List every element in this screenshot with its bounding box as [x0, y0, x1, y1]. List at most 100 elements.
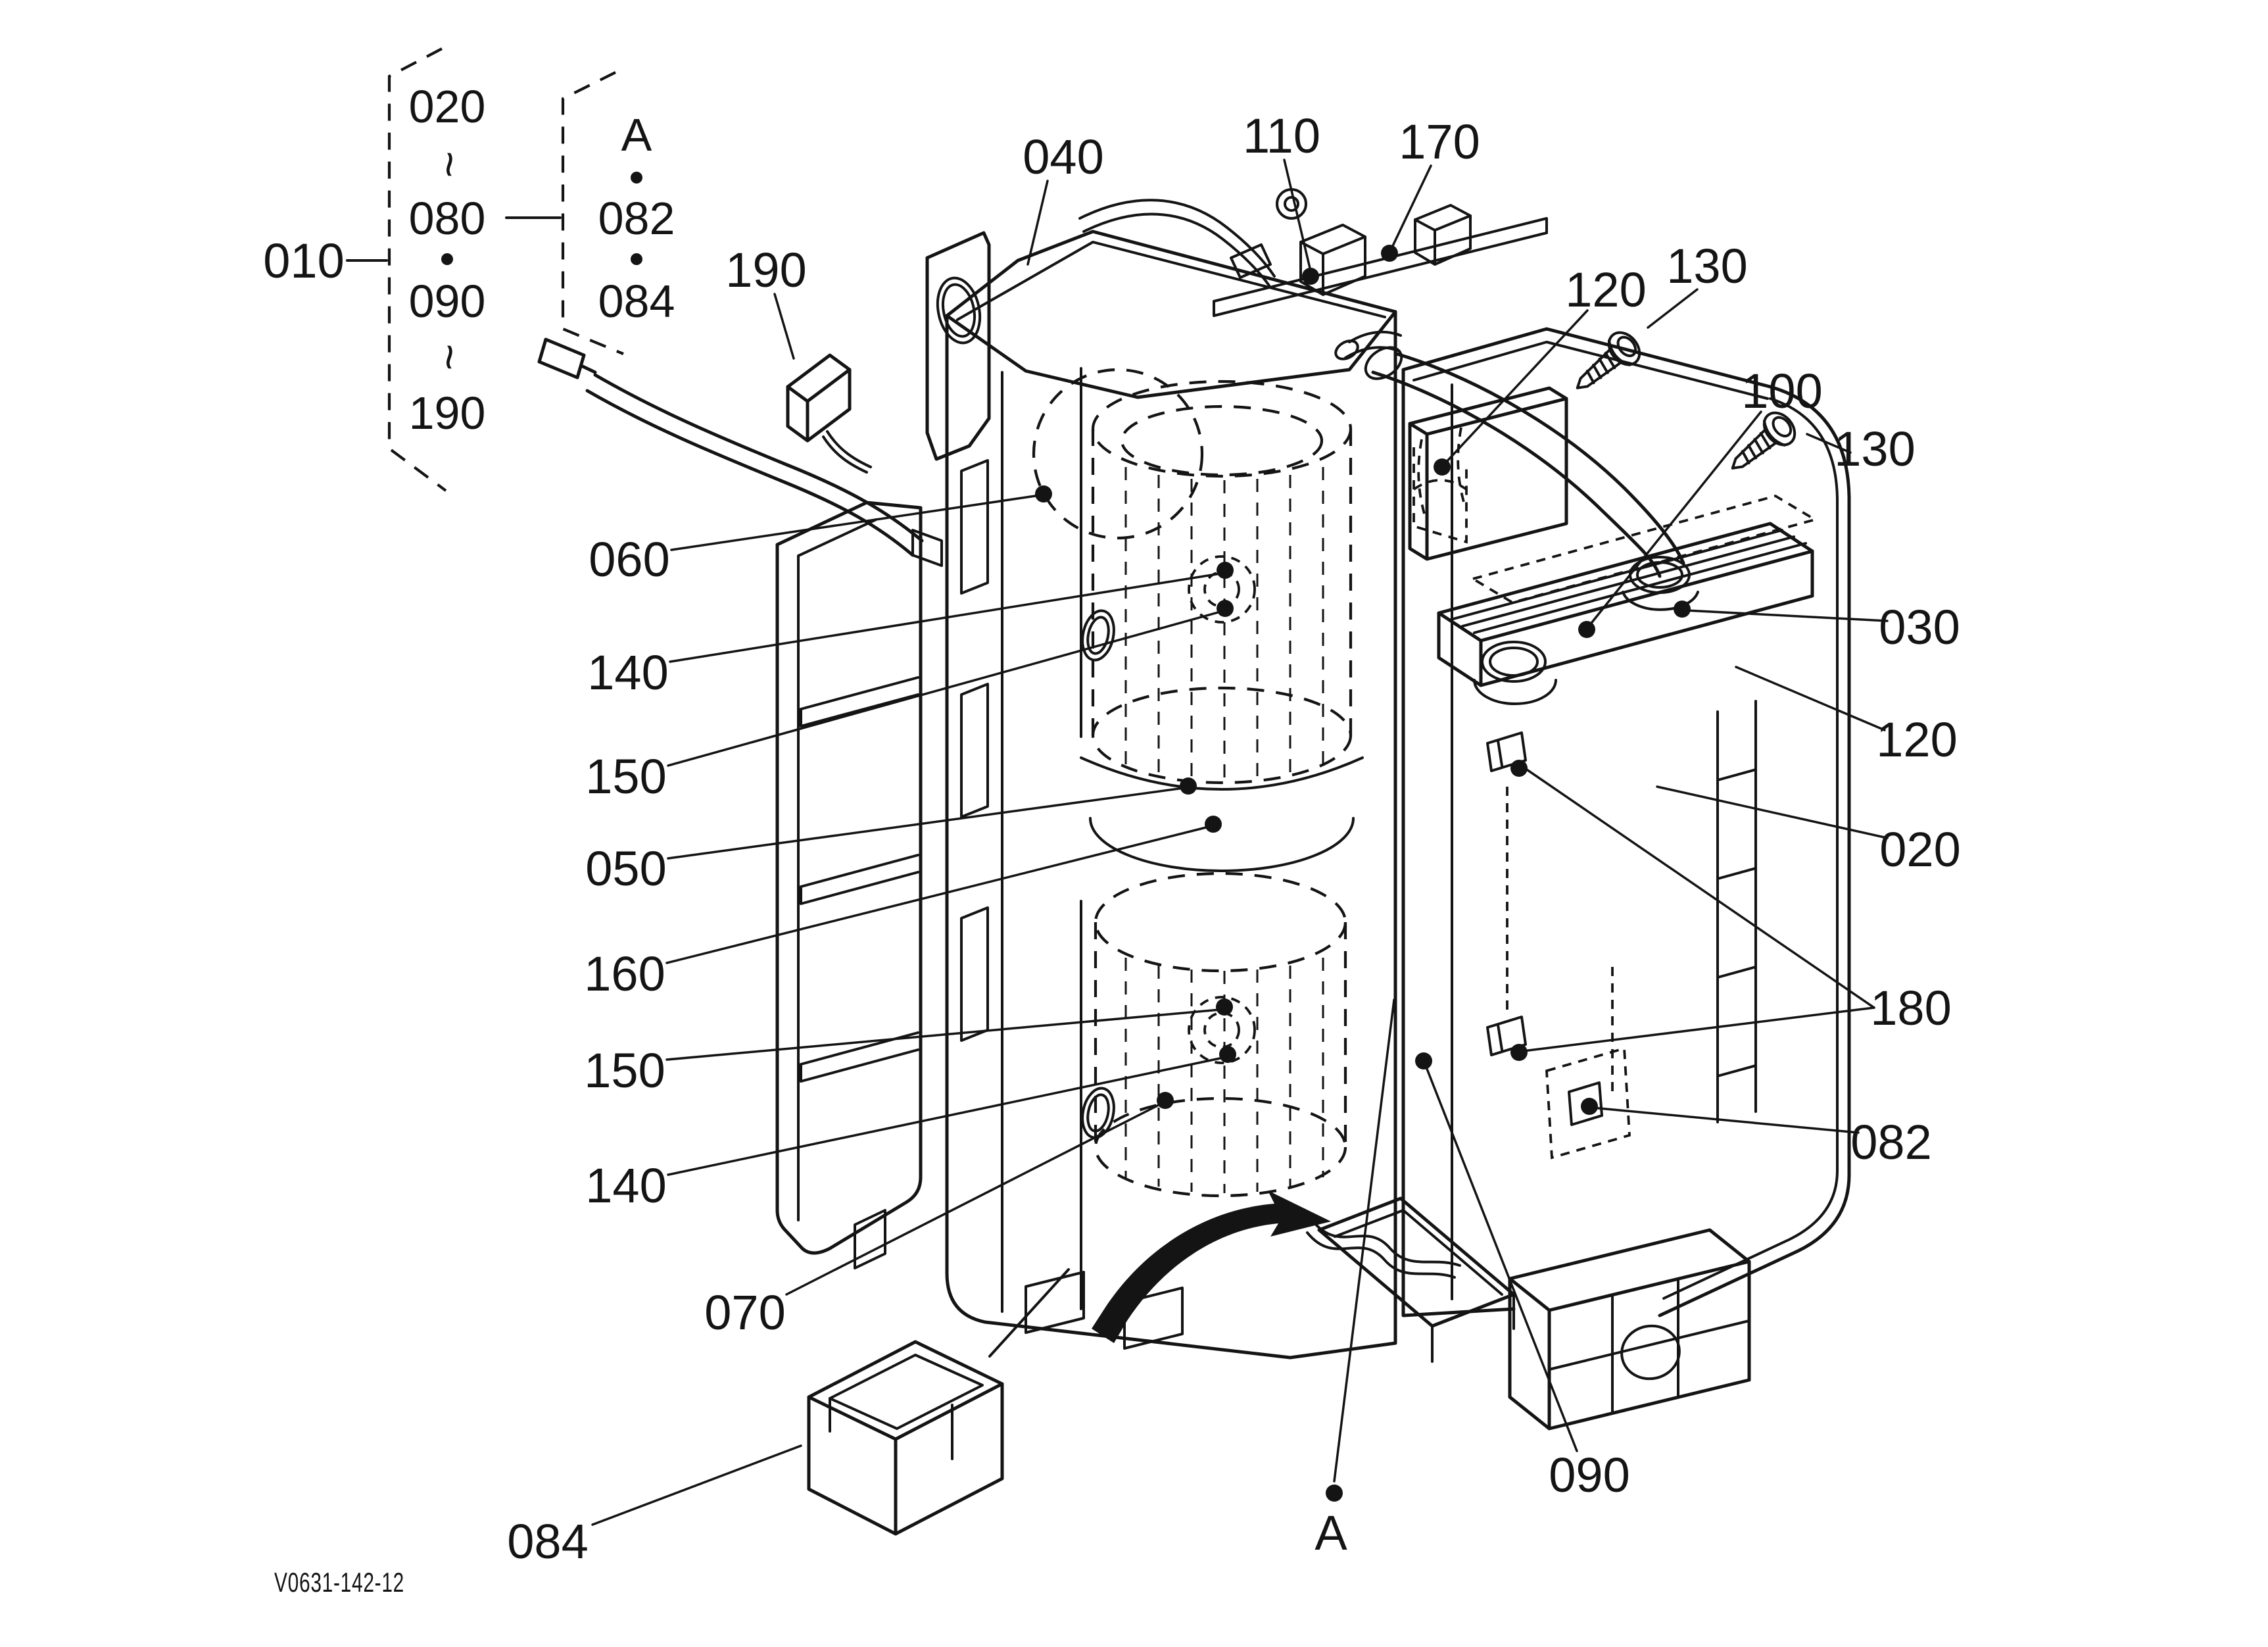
part-label-090: 090 — [1549, 1448, 1629, 1502]
heater-housing — [1401, 327, 1851, 1317]
leader-dot — [1035, 485, 1052, 503]
leader-dot — [1205, 816, 1222, 833]
leader-line — [670, 494, 1041, 551]
leader-dot — [1581, 1098, 1598, 1115]
leader-dot — [1326, 1485, 1343, 1502]
legend-ref-label: 010 — [263, 234, 344, 288]
foot-block — [1508, 1228, 1751, 1431]
leader-dot — [1219, 1046, 1236, 1063]
part-label-120: 120 — [1565, 262, 1646, 317]
leader-line — [1026, 180, 1049, 266]
leader-line — [1443, 309, 1589, 465]
legend-col2-item-A: A — [621, 109, 652, 160]
leader-line — [667, 1056, 1224, 1176]
legend-col1-range-tilde: ~ — [424, 151, 475, 178]
leader-line — [1333, 998, 1395, 1483]
leader-dot — [1217, 600, 1234, 617]
legend-col1-range-tilde: ~ — [424, 344, 475, 371]
leader-line — [1806, 433, 1852, 454]
leader-line — [1522, 766, 1875, 1009]
leader-dot — [1180, 777, 1197, 795]
leader-line — [1735, 666, 1886, 731]
legend-col1-item-080: 080 — [409, 193, 486, 244]
legend-bracket-left — [387, 47, 447, 492]
part-label-050: 050 — [585, 841, 666, 896]
part-label-140: 140 — [587, 645, 668, 700]
part-label-130: 130 — [1834, 422, 1915, 476]
leader-line — [1283, 159, 1312, 272]
legend-col1-item-090: 090 — [409, 276, 486, 327]
leader-dot — [1157, 1092, 1174, 1109]
harness-cable — [537, 337, 943, 567]
part-label-150: 150 — [584, 1043, 665, 1098]
leader-dot — [1415, 1052, 1432, 1069]
legend-bracket-right — [561, 71, 624, 355]
leader-line — [1424, 1064, 1578, 1452]
part-label-030: 030 — [1879, 600, 1960, 654]
part-label-160: 160 — [584, 946, 665, 1001]
part-label-180: 180 — [1870, 981, 1951, 1035]
upper-case — [925, 230, 1397, 461]
drawing-number: V0631-142-12 — [274, 1567, 404, 1598]
leader-dot — [1674, 601, 1691, 618]
legend-col1-item-190: 190 — [409, 387, 486, 439]
legend-col1-separator-dot — [441, 253, 453, 265]
upper-blower-wheel — [1091, 380, 1353, 785]
leader-line — [1522, 1006, 1875, 1052]
leader-line — [1588, 410, 1762, 627]
legend-col2-item-084: 084 — [598, 276, 675, 327]
lower-duct — [1317, 1196, 1516, 1363]
leader-dot — [1510, 760, 1528, 777]
legend-col2-item-082: 082 — [598, 193, 675, 244]
part-label-190: 190 — [725, 243, 806, 297]
drain-pan-box — [807, 1340, 1004, 1536]
legend-col2-separator-dot — [631, 172, 642, 184]
leader-dot — [1302, 268, 1319, 285]
side-panel — [775, 501, 923, 1269]
part-label-070: 070 — [704, 1285, 785, 1340]
leader-dot — [1216, 998, 1233, 1016]
top-hardware — [1078, 188, 1548, 317]
leader-line — [665, 825, 1210, 964]
sensor-clips — [1486, 731, 1614, 1092]
part-label-140: 140 — [585, 1158, 666, 1213]
leader-dot — [1510, 1044, 1528, 1061]
leader-line — [1390, 164, 1432, 250]
leader-line — [1647, 288, 1699, 329]
leader-line — [773, 293, 795, 360]
leader-line — [785, 1102, 1163, 1296]
leader-line — [591, 1444, 802, 1526]
lower-blower-wheel — [1094, 872, 1347, 1198]
intake-box — [1408, 386, 1568, 561]
leader-dot — [1217, 562, 1234, 579]
leader-line — [669, 572, 1222, 663]
part-label-170: 170 — [1399, 114, 1480, 169]
legend-col1-item-020: 020 — [409, 81, 486, 132]
part-label-120: 120 — [1876, 712, 1957, 767]
part-label-082: 082 — [1850, 1115, 1931, 1169]
hidden-bracket — [1545, 1046, 1631, 1160]
leader-line — [667, 610, 1222, 767]
part-label-060: 060 — [589, 532, 669, 587]
direction-arrow — [1092, 1191, 1331, 1343]
part-label-020: 020 — [1879, 822, 1960, 877]
legend-layer: 020 ~080 090 ~190 A 082 084 — [409, 81, 675, 439]
leader-line — [1685, 609, 1889, 622]
legend-col2-separator-dot — [631, 253, 642, 265]
leader-line — [1656, 785, 1889, 839]
pipe-collars — [1473, 556, 1699, 705]
assembly-artwork — [346, 47, 1851, 1536]
part-label-150: 150 — [585, 749, 666, 804]
leader-dot — [1578, 621, 1595, 638]
leader-dot — [1434, 458, 1451, 476]
heater-core — [1437, 494, 1818, 687]
part-label-A: A — [1315, 1506, 1347, 1560]
connector-box — [786, 353, 872, 474]
leader-line — [665, 1008, 1221, 1061]
part-label-100: 100 — [1741, 364, 1822, 418]
leader-line — [667, 787, 1185, 860]
leader-dot — [1381, 245, 1398, 262]
